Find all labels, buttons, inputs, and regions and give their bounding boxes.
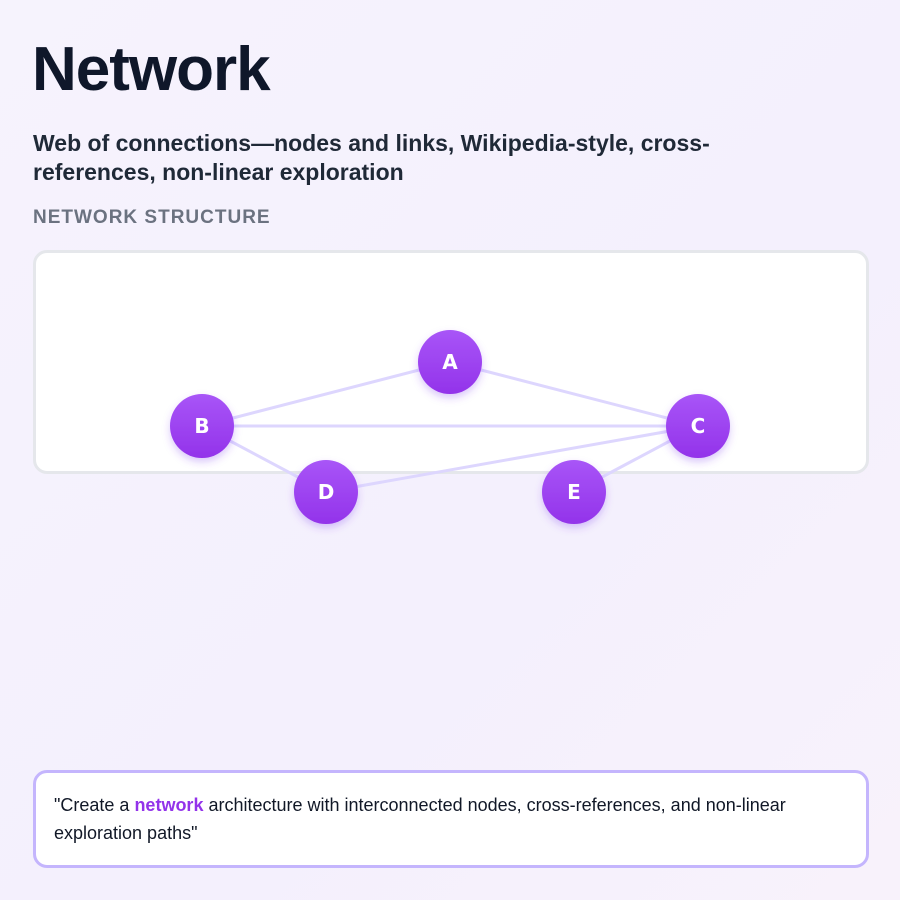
node-label: E [567, 480, 581, 504]
node-d[interactable]: D [294, 460, 358, 524]
node-circle [418, 330, 482, 394]
node-c[interactable]: C [666, 394, 730, 458]
page-title: Network [32, 35, 271, 104]
page-subtitle: Web of connections—nodes and links, Wiki… [33, 130, 710, 185]
node-circle [294, 460, 358, 524]
node-label: D [318, 480, 335, 504]
section-label: NETWORK STRUCTURE [33, 207, 271, 228]
node-label: C [691, 414, 706, 438]
node-circle [666, 394, 730, 458]
node-circle [170, 394, 234, 458]
node-label: B [194, 414, 209, 438]
node-a[interactable]: A [418, 330, 482, 394]
prompt-keyword: network [134, 795, 204, 815]
node-e[interactable]: E [542, 460, 606, 524]
node-circle [542, 460, 606, 524]
node-label: A [442, 350, 458, 374]
prompt-text-rest: architecture with interconnected nodes, … [54, 795, 786, 843]
node-b[interactable]: B [170, 394, 234, 458]
prompt-text-start: "Create a [54, 795, 135, 815]
prompt-box: "Create a network architecture with inte… [33, 770, 869, 868]
nodes-layer: A B C D E [170, 330, 730, 524]
